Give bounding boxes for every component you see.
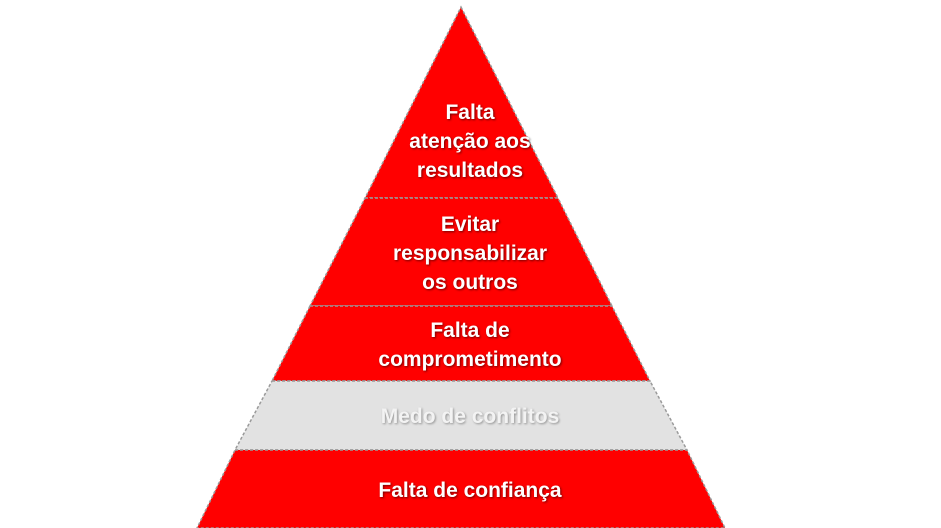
tier-2-line-2: responsabilizar [392,242,548,265]
tier-2-shape [308,197,614,307]
tier-2-line-3: os outros [422,271,518,294]
tier-5-line-1: Falta de confiança [378,479,562,502]
tier-4-label: Medo de conflitos [260,402,680,431]
tier-1-line-3: resultados [416,159,524,182]
tier-3-line-2: comprometimento [378,348,562,371]
tier-2-label: Evitar responsabilizar os outros [260,210,680,297]
tier-3-line-1: Falta de [430,319,510,342]
tier-4-line-1: Medo de conflitos [380,405,560,428]
tier-3-label: Falta de comprometimento [260,316,680,374]
tier-1-label: Falta atenção aos resultados [260,98,680,185]
tier-5-label: Falta de confiança [260,476,680,505]
tier-1-line-1: Falta [445,101,495,124]
tier-5-shape [196,449,726,528]
tier-1-line-2: atenção aos [409,130,531,153]
tier-2-line-1: Evitar [440,213,500,236]
